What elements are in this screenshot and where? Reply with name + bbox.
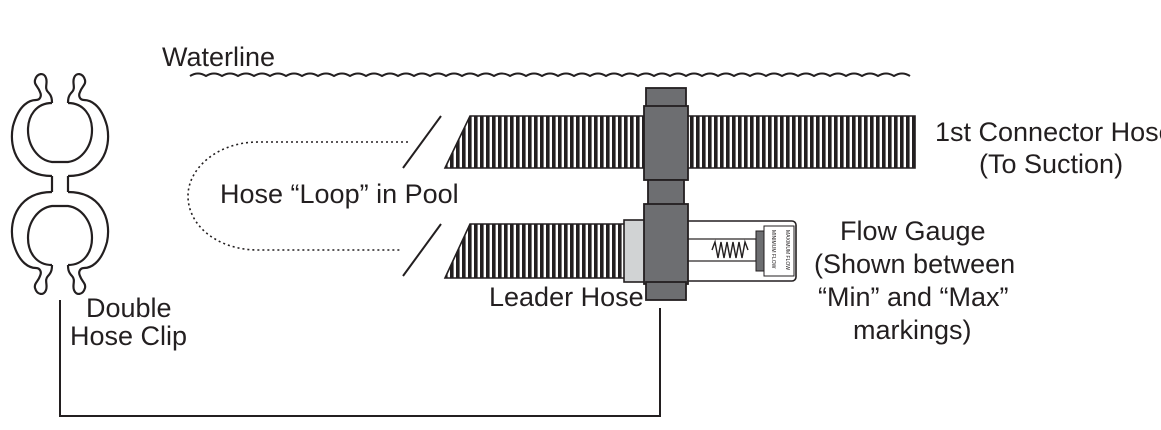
double-hose-clip-icon bbox=[10, 73, 110, 295]
double-hose-clip-label-line2: Hose Clip bbox=[70, 321, 187, 351]
hose-connector-clamp bbox=[643, 87, 689, 301]
gauge-marking-max: MAXIMUM FLOW bbox=[784, 230, 790, 270]
waterline-label: Waterline bbox=[162, 42, 275, 72]
waterline: Waterline bbox=[162, 42, 911, 78]
leader-hose-label: Leader Hose bbox=[489, 282, 644, 312]
gauge-marking-min: MINIMUM FLOW bbox=[770, 230, 776, 269]
flow-gauge-label-line1: Flow Gauge bbox=[840, 216, 986, 246]
double-hose-clip-label: Double Hose Clip bbox=[70, 293, 187, 351]
connector-hose-label-line1: 1st Connector Hose bbox=[935, 117, 1161, 147]
connector-hose-label-line2: (To Suction) bbox=[979, 149, 1123, 179]
flow-gauge-label-line3: “Min” and “Max” bbox=[818, 282, 1009, 312]
waterline-wave bbox=[189, 72, 911, 78]
hose-break-marks bbox=[402, 115, 442, 277]
flow-gauge-label-line4: markings) bbox=[853, 315, 972, 345]
flow-gauge-label-line2: (Shown between bbox=[814, 249, 1015, 279]
flow-gauge-icon: MINIMUM FLOW MAXIMUM FLOW bbox=[679, 220, 797, 282]
hose-loop-label: Hose “Loop” in Pool bbox=[220, 179, 459, 209]
double-hose-clip-label-line1: Double bbox=[86, 293, 172, 323]
leader-hose bbox=[443, 223, 631, 279]
clip-bracket-line bbox=[59, 300, 661, 417]
